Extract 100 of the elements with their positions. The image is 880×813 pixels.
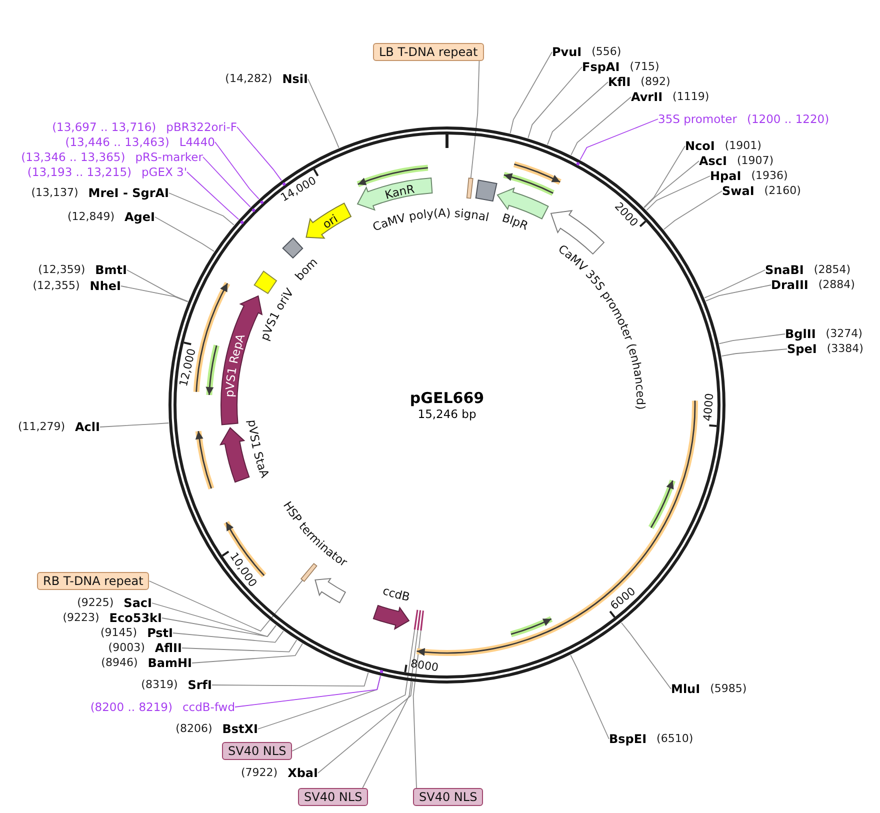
site-position: (12,359) xyxy=(38,263,86,277)
enzyme-name: NcoI xyxy=(685,139,715,153)
site-position: (11,279) xyxy=(18,420,66,434)
plasmid-name: pGEL669 xyxy=(410,390,484,406)
enzyme-name: SacI xyxy=(124,596,152,610)
primer-range: (13,697 .. 13,716) xyxy=(52,120,156,134)
leader-line xyxy=(412,630,422,788)
primer-range: (13,193 .. 13,215) xyxy=(27,165,132,179)
leader-line xyxy=(528,66,582,138)
enzyme-name: KflI xyxy=(608,75,631,89)
site-position: (9223) xyxy=(62,611,100,625)
enzyme-name: AgeI xyxy=(124,210,155,224)
leader-line xyxy=(172,630,284,643)
primer-range: (1200 .. 1220) xyxy=(746,112,830,126)
site-position: (3274) xyxy=(826,327,862,341)
enzyme-name: BspEI xyxy=(609,732,647,746)
enzyme-name: SnaBI xyxy=(765,263,804,277)
leader-line xyxy=(510,52,552,134)
scale-label: 12,000 xyxy=(176,347,198,388)
feature-tag: RB T-DNA repeat xyxy=(37,572,150,590)
site-position: (2884) xyxy=(818,278,855,292)
feature-tag: LB T-DNA repeat xyxy=(373,43,484,61)
leader-line xyxy=(152,602,276,638)
enzyme-name: XbaI xyxy=(288,766,318,780)
site-position: (9145) xyxy=(100,626,138,640)
enzyme-name: BamHI xyxy=(148,656,192,670)
feature-label: CaMV poly(A) signal xyxy=(370,206,490,234)
leader-line xyxy=(214,142,260,200)
leader-line xyxy=(236,126,282,181)
leader-line xyxy=(547,82,608,146)
enzyme-name: BmtI xyxy=(95,263,127,277)
scale-label: 8000 xyxy=(410,657,440,674)
enzyme-name: PstI xyxy=(147,626,173,640)
enzyme-name: PvuI xyxy=(552,45,582,59)
site-position: (8206) xyxy=(176,722,212,736)
leader-line xyxy=(718,334,786,344)
leader-line xyxy=(192,643,303,664)
feature-tag: SV40 NLS xyxy=(413,788,484,806)
leader-line xyxy=(570,654,610,740)
leader-line xyxy=(212,672,369,687)
enzyme-name: AclI xyxy=(75,420,100,434)
enzyme-name: AscI xyxy=(699,154,728,168)
leader-line xyxy=(100,422,170,428)
leader-line xyxy=(663,190,722,230)
enzyme-name: Eco53kI xyxy=(109,611,162,625)
scale-label: 4000 xyxy=(701,392,716,422)
site-position: (1901) xyxy=(724,139,762,153)
enzyme-name: NsiI xyxy=(282,72,308,86)
site-position: (8319) xyxy=(141,678,178,692)
site-position: (9225) xyxy=(77,596,114,610)
site-position: (13,137) xyxy=(31,186,78,200)
site-position: (12,355) xyxy=(32,279,80,293)
site-position: (8946) xyxy=(101,656,138,670)
primer-range: (13,446 .. 13,463) xyxy=(65,135,170,149)
primer-name: ccdB-fwd xyxy=(182,700,235,714)
plasmid-size: 15,246 bp xyxy=(418,406,476,422)
leader-line xyxy=(705,284,772,302)
leader-line xyxy=(644,160,700,208)
leader-line xyxy=(318,681,413,774)
primer-name: L4440 xyxy=(179,135,215,149)
leader-line xyxy=(570,96,632,156)
feature-label: BlpR xyxy=(500,210,530,233)
enzyme-name: BstXI xyxy=(222,722,258,736)
site-position: (12,849) xyxy=(67,210,115,224)
enzyme-name: SpeI xyxy=(787,342,817,356)
enzyme-name: NheI xyxy=(90,279,121,293)
site-position: (715) xyxy=(630,60,660,74)
leader-line xyxy=(721,348,788,357)
leader-line xyxy=(148,580,304,632)
primer-name: pGEX 3' xyxy=(142,165,187,179)
leader-line xyxy=(234,676,381,708)
enzyme-name: AvrII xyxy=(631,90,663,104)
primer-name: pBR322ori-F xyxy=(166,120,237,134)
site-position: (6510) xyxy=(656,732,694,746)
site-position: (3384) xyxy=(826,342,864,356)
feature-label: ori xyxy=(320,211,340,232)
leader-line xyxy=(470,60,480,179)
site-position: (556) xyxy=(592,45,622,59)
leader-line xyxy=(580,118,658,160)
site-position: (2854) xyxy=(814,263,850,277)
enzyme-name: AflII xyxy=(154,641,182,655)
primer-range: (13,346 .. 13,365) xyxy=(21,150,126,164)
leader-line xyxy=(168,192,234,226)
primer-range: (8200 .. 8219) xyxy=(90,700,172,714)
enzyme-name: FspAI xyxy=(582,60,620,74)
site-position: (5985) xyxy=(710,682,747,696)
site-position: (892) xyxy=(640,75,670,89)
site-position: (7922) xyxy=(241,766,278,780)
leader-line xyxy=(704,270,766,298)
leader-line xyxy=(182,640,298,652)
site-position: (1907) xyxy=(737,154,774,168)
site-position: (1119) xyxy=(672,90,710,104)
leader-line xyxy=(292,629,416,752)
primer-name: pRS-marker xyxy=(135,150,203,164)
site-position: (9003) xyxy=(108,641,145,655)
leader-line xyxy=(126,270,188,302)
enzyme-name: SrfI xyxy=(188,678,212,692)
leader-line xyxy=(186,172,240,220)
enzyme-name: MreI - SgrAI xyxy=(88,186,169,200)
site-position: (14,282) xyxy=(225,72,272,86)
